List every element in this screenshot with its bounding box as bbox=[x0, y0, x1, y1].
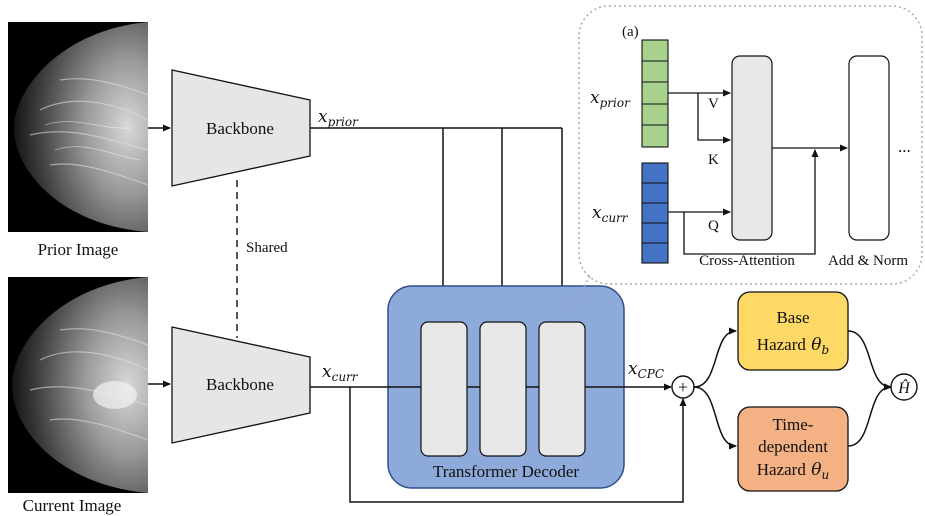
inset-k-label: K bbox=[708, 152, 719, 168]
prior-image-caption: Prior Image bbox=[38, 240, 119, 259]
merge-from-base bbox=[847, 330, 892, 391]
branch-to-base bbox=[693, 327, 737, 388]
time-hazard-line1: Time- bbox=[773, 415, 814, 434]
inset-tag: (a) bbox=[622, 24, 639, 40]
x-cpc-label: xCPC bbox=[628, 359, 664, 381]
inset-cross-attention-label: Cross-Attention bbox=[699, 253, 795, 269]
current-image-caption: Current Image bbox=[23, 496, 122, 515]
inset-cross-attention-box bbox=[731, 55, 773, 241]
branch-to-time bbox=[693, 386, 737, 450]
inset-prior-tokens bbox=[641, 39, 669, 148]
prior-image bbox=[8, 22, 149, 232]
decoder-label: Transformer Decoder bbox=[433, 462, 580, 481]
decoder-block-2 bbox=[479, 321, 527, 457]
decoder-block-3 bbox=[538, 321, 586, 457]
inset-q-label: Q bbox=[708, 218, 719, 234]
inset-curr-tokens bbox=[641, 162, 669, 264]
inset-x-curr-label: xcurr bbox=[592, 203, 629, 225]
inset-connector bbox=[567, 275, 591, 315]
time-hazard-line3: Hazard θu bbox=[757, 460, 829, 482]
time-hazard-line2: dependent bbox=[758, 437, 828, 456]
backbone-top-label: Backbone bbox=[206, 119, 274, 138]
decoder-block-1 bbox=[420, 321, 468, 457]
backbone-top bbox=[171, 69, 311, 187]
x-curr-label: xcurr bbox=[322, 362, 359, 384]
current-image bbox=[8, 277, 149, 493]
x-prior-label: xprior bbox=[318, 107, 359, 129]
backbone-bottom bbox=[171, 326, 311, 444]
inset-ellipsis: ... bbox=[898, 137, 911, 156]
base-hazard-box bbox=[737, 291, 849, 371]
inset-x-prior-label: xprior bbox=[590, 88, 631, 110]
inset-v-label: V bbox=[708, 96, 719, 112]
backbone-bottom-label: Backbone bbox=[206, 375, 274, 394]
inset-add-norm-label: Add & Norm bbox=[828, 253, 908, 269]
inset-arrow-k bbox=[697, 93, 731, 144]
plus-symbol: + bbox=[678, 377, 688, 397]
base-hazard-line2: Hazard θb bbox=[757, 335, 829, 357]
output-node bbox=[890, 373, 918, 401]
inset-add-norm-box bbox=[848, 55, 890, 241]
merge-from-time bbox=[847, 383, 892, 447]
inset-residual-arrow bbox=[683, 149, 819, 255]
base-hazard-line1: Base bbox=[776, 308, 809, 327]
residual-skip-line bbox=[349, 387, 687, 503]
shared-label: Shared bbox=[246, 240, 288, 256]
time-hazard-box bbox=[737, 406, 849, 492]
output-h-label: Ĥ bbox=[897, 378, 911, 397]
